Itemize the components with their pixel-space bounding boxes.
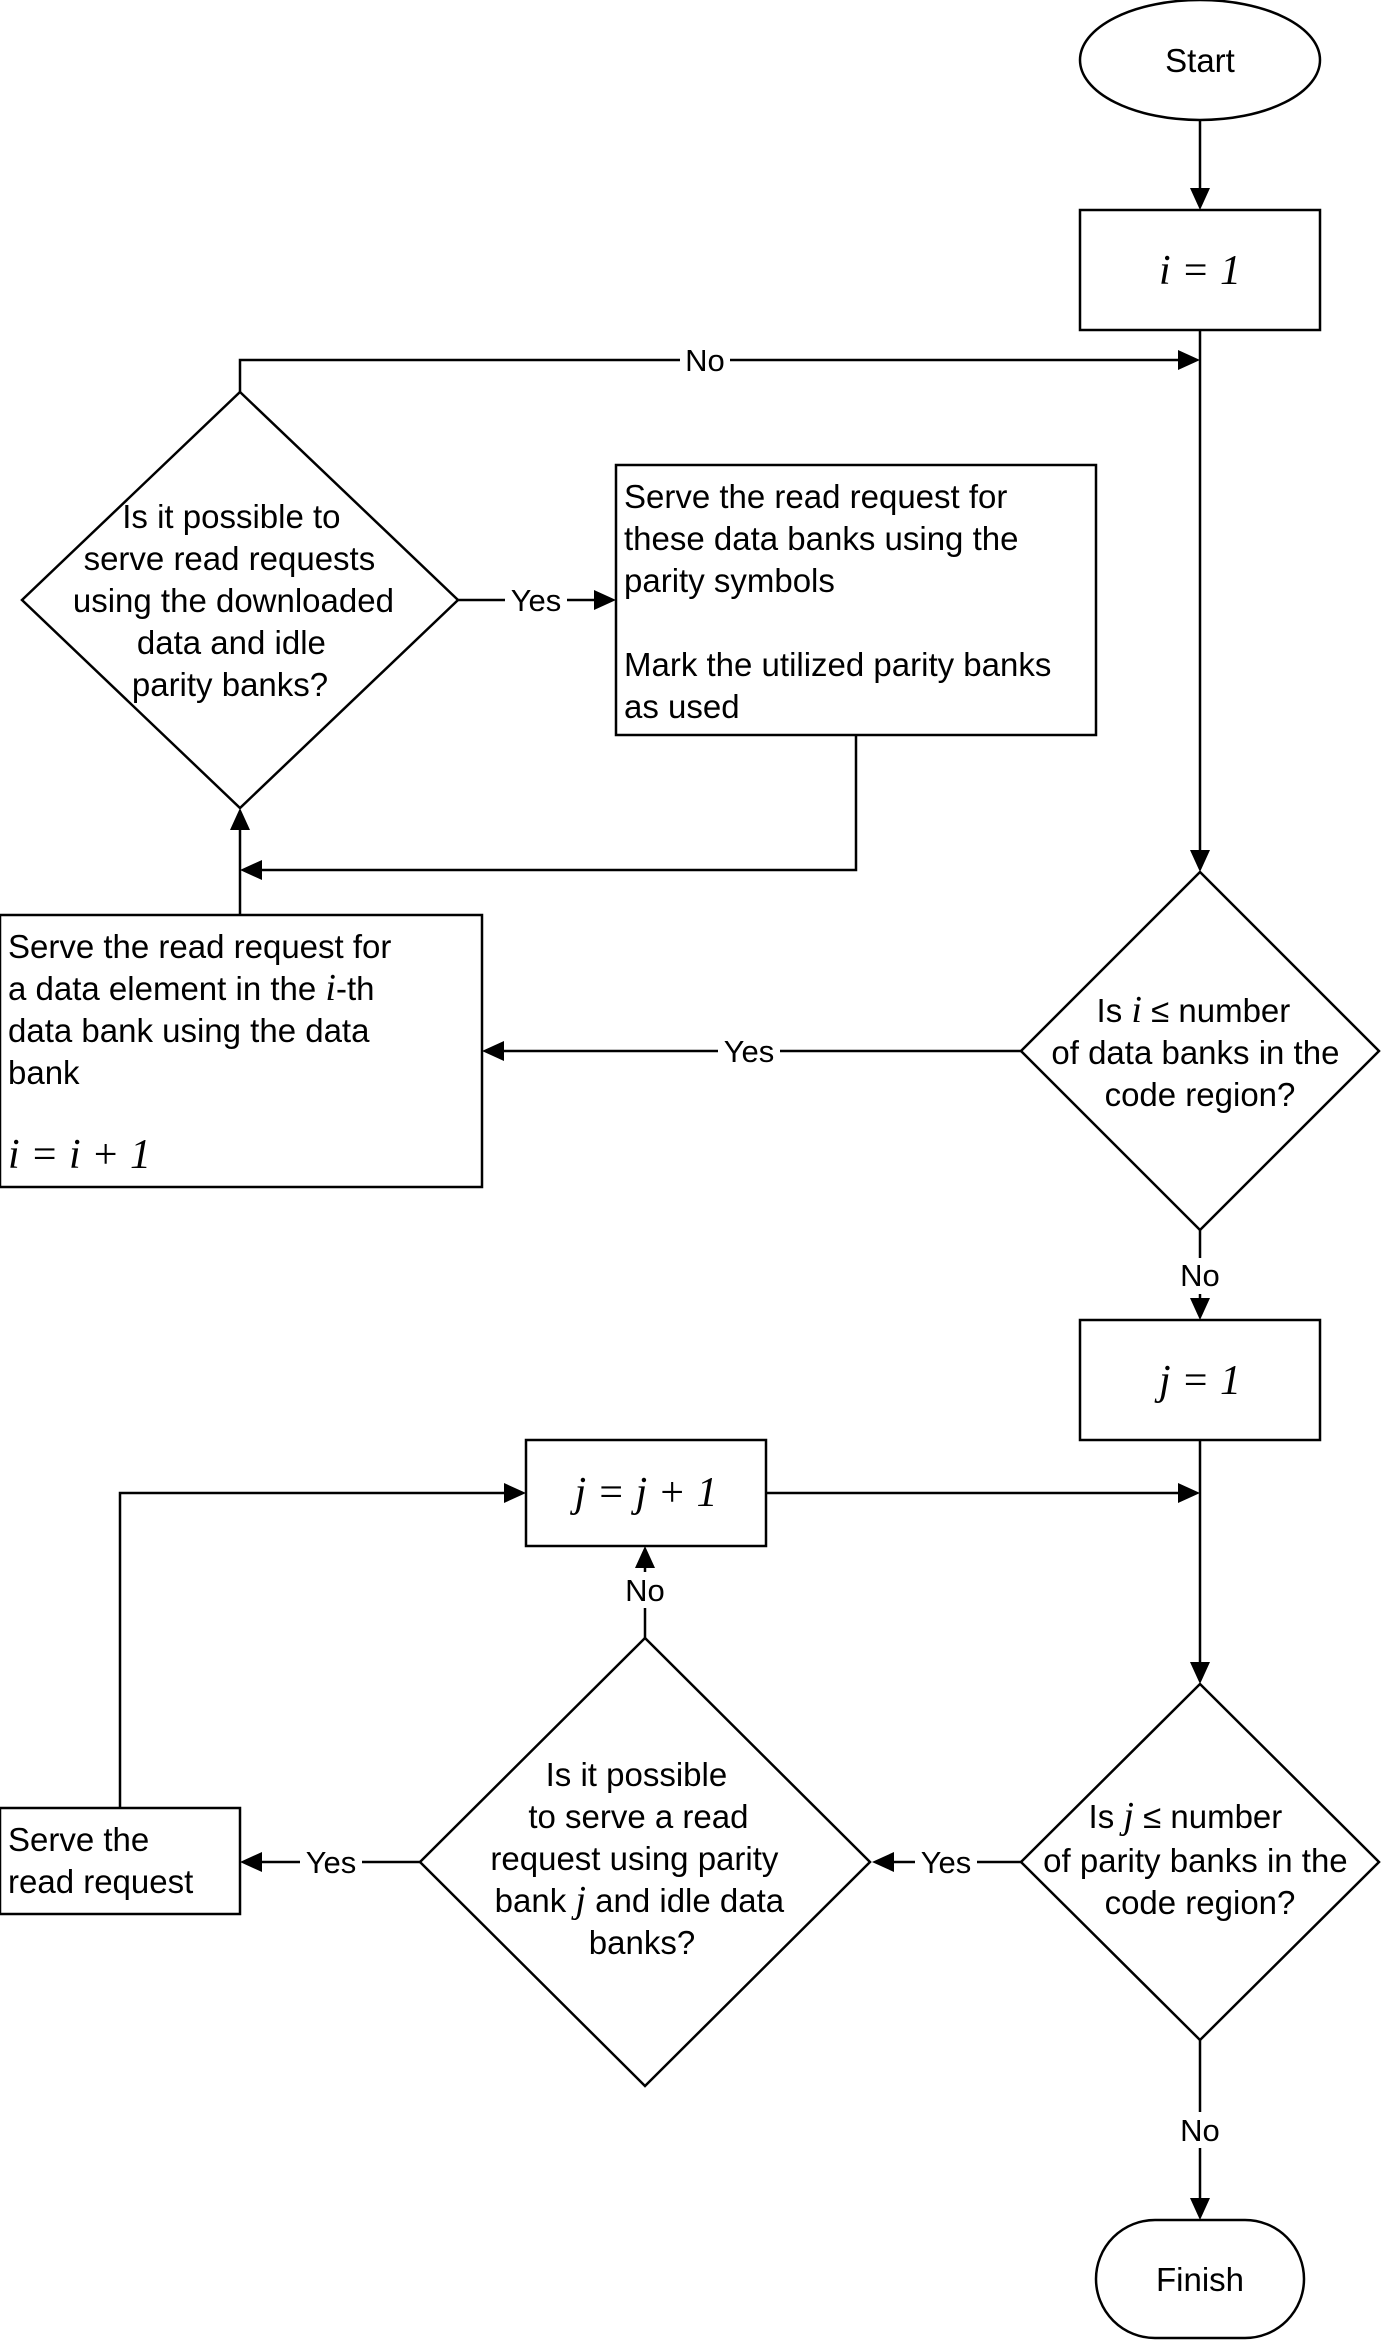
start-node: Start bbox=[1078, 0, 1322, 122]
arrowhead bbox=[872, 1852, 894, 1872]
arrowhead bbox=[635, 1546, 655, 1568]
arrowhead bbox=[240, 1852, 262, 1872]
init-i-node: i = 1 bbox=[1078, 208, 1322, 332]
label-yes-i: Yes bbox=[724, 1034, 775, 1069]
possible-j-decision: Is it possible to serve a read request u… bbox=[418, 1636, 872, 2088]
serve-parity-process: Serve the read request for these data ba… bbox=[614, 463, 1098, 737]
arrowhead bbox=[594, 590, 616, 610]
label-no-j-increment: No bbox=[625, 1573, 665, 1608]
edge-serve-request-loop bbox=[118, 1491, 508, 1808]
increment-j-formula: j = j + 1 bbox=[569, 1470, 717, 1516]
arrowhead bbox=[504, 1483, 526, 1503]
possible-parity-decision: Is it possible to serve read requests us… bbox=[20, 390, 460, 810]
finish-node: Finish bbox=[1094, 2218, 1306, 2340]
arrowhead bbox=[1178, 350, 1200, 370]
serve-data-text: Serve the read request for a data elemen… bbox=[8, 928, 401, 1091]
arrowhead bbox=[1190, 2198, 1210, 2220]
init-i-formula: i = 1 bbox=[1159, 248, 1241, 294]
arrowhead bbox=[230, 808, 250, 830]
serve-parity-text: Serve the read request for these data ba… bbox=[624, 478, 1061, 725]
finish-label: Finish bbox=[1156, 2261, 1244, 2298]
serve-request-process: Serve the read request bbox=[0, 1806, 242, 1916]
check-i-text: Is i ≤ number of data banks in the code … bbox=[1051, 989, 1348, 1113]
start-label: Start bbox=[1165, 42, 1235, 79]
serve-request-text: Serve the read request bbox=[8, 1821, 193, 1900]
edge-labels: No Yes Yes No No Yes Yes No bbox=[300, 342, 1226, 2148]
init-j-node: j = 1 bbox=[1078, 1318, 1322, 1442]
arrowhead bbox=[482, 1041, 504, 1061]
arrowhead bbox=[1190, 850, 1210, 872]
possible-j-text: Is it possible to serve a read request u… bbox=[490, 1756, 793, 1961]
arrowhead bbox=[1178, 1483, 1200, 1503]
arrowhead bbox=[240, 860, 262, 880]
serve-data-formula: i = i + 1 bbox=[8, 1132, 151, 1178]
possible-parity-text: Is it possible to serve read requests us… bbox=[73, 498, 403, 703]
arrowhead bbox=[1190, 1298, 1210, 1320]
label-yes-parity: Yes bbox=[511, 583, 562, 618]
check-j-text: Is j ≤ number of parity banks in the cod… bbox=[1043, 1795, 1357, 1921]
label-yes-check-j: Yes bbox=[921, 1845, 972, 1880]
init-j-formula: j = 1 bbox=[1154, 1358, 1241, 1404]
check-j-decision: Is j ≤ number of parity banks in the cod… bbox=[1019, 1682, 1381, 2042]
check-i-decision: Is i ≤ number of data banks in the code … bbox=[1019, 870, 1381, 1232]
arrowhead bbox=[1190, 188, 1210, 210]
label-no-top: No bbox=[685, 343, 725, 378]
label-no-finish: No bbox=[1180, 2113, 1220, 2148]
arrowhead bbox=[1190, 1662, 1210, 1684]
serve-data-process: Serve the read request for a data elemen… bbox=[0, 913, 484, 1189]
label-yes-possible-j: Yes bbox=[306, 1845, 357, 1880]
increment-j-node: j = j + 1 bbox=[524, 1438, 768, 1548]
label-no-i: No bbox=[1180, 1258, 1220, 1293]
edge-possible-parity-no bbox=[238, 358, 1182, 392]
edge-serve-parity-loop bbox=[258, 735, 858, 872]
